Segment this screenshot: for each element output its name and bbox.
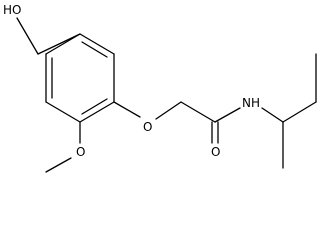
bond-ring-oether [113,101,141,118]
bond-ch2-carbonyl [180,101,216,123]
methoxy-oxygen-label: O [76,145,85,159]
amide-nitrogen-label: NH [242,96,260,110]
bond-n-ch [261,107,284,123]
ring-double-bond-2 [81,98,108,115]
ether-oxygen-label: O [143,120,152,134]
oxyacetamide-chain [113,101,241,144]
hydroxymethyl-group [16,17,81,55]
ring-bond-6 [45,33,81,55]
bond-carbonyl-n [214,107,241,123]
ring-bond-4 [45,101,81,123]
bond-ch-ch2 [282,101,317,123]
bond-o-ch2 [16,17,39,55]
bond-ch2-ring [37,33,81,55]
methoxy-group [45,121,81,173]
carbonyl-oxygen-label: O [211,145,220,159]
sec-butyl-group [261,53,317,169]
ring-bond-3 [79,101,115,123]
ring-double-bond-1 [81,41,108,58]
ring-bond-1 [79,33,115,55]
hydroxyl-label: HO [3,3,21,17]
bond-oether-ch2 [155,101,182,120]
molecule-structure: HO O O O NH [3,3,317,173]
bond-omethoxy-ch3 [45,157,72,173]
benzene-ring [45,33,115,123]
